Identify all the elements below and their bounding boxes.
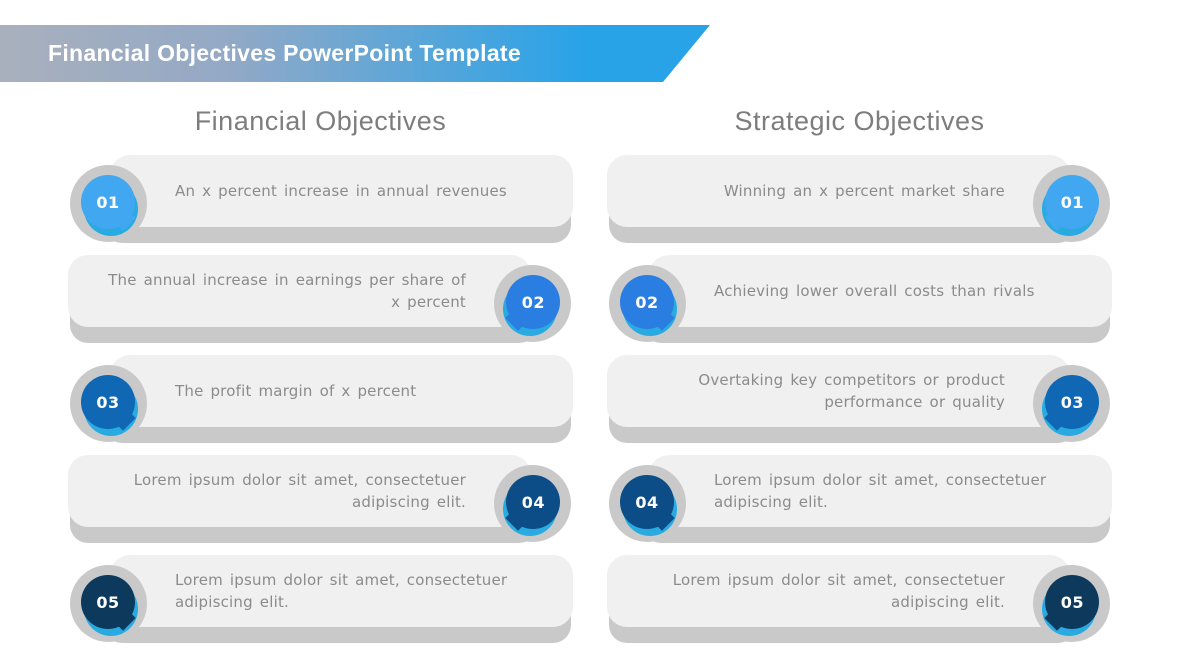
number-label: 02: [635, 292, 659, 312]
number-disc: 02: [620, 275, 674, 329]
number-badge: 04: [609, 465, 686, 542]
number-badge: 01: [70, 165, 147, 242]
objective-pill: Lorem ipsum dolor sit amet, consectetuer…: [110, 555, 573, 627]
objective-item: The profit margin of x percent 03: [68, 355, 573, 455]
objective-item: Achieving lower overall costs than rival…: [607, 255, 1112, 355]
slide-title-banner: Financial Objectives PowerPoint Template: [0, 25, 710, 82]
number-label: 05: [1060, 592, 1084, 612]
number-disc: 04: [506, 475, 560, 529]
column-title-strategic: Strategic Objectives: [734, 106, 985, 136]
objective-item: Overtaking key competitors or product pe…: [607, 355, 1112, 455]
objective-pill: Winning an x percent market share: [607, 155, 1070, 227]
objective-pill: Lorem ipsum dolor sit amet, consectetuer…: [68, 455, 531, 527]
objective-item: Lorem ipsum dolor sit amet, consectetuer…: [607, 455, 1112, 555]
objective-text: Lorem ipsum dolor sit amet, consectetuer…: [714, 471, 1047, 511]
objective-text: Lorem ipsum dolor sit amet, consectetuer…: [672, 571, 1005, 611]
number-disc: 05: [81, 575, 135, 629]
slide-title: Financial Objectives PowerPoint Template: [48, 40, 521, 66]
objective-pill: Achieving lower overall costs than rival…: [649, 255, 1112, 327]
number-label: 01: [1060, 192, 1084, 212]
number-disc: 03: [81, 375, 135, 429]
number-disc: 03: [1045, 375, 1099, 429]
number-label: 03: [96, 392, 120, 412]
objective-text: The annual increase in earnings per shar…: [108, 271, 466, 311]
objective-text: Lorem ipsum dolor sit amet, consectetuer…: [133, 471, 466, 511]
objective-item: Winning an x percent market share 01: [607, 155, 1112, 255]
number-disc: 02: [506, 275, 560, 329]
objective-text: Winning an x percent market share: [723, 182, 1005, 200]
objective-item: Lorem ipsum dolor sit amet, consectetuer…: [68, 555, 573, 655]
number-badge: 02: [494, 265, 571, 342]
number-label: 03: [1060, 392, 1084, 412]
objective-pill: An x percent increase in annual revenues: [110, 155, 573, 227]
objective-text: Lorem ipsum dolor sit amet, consectetuer…: [175, 571, 508, 611]
number-badge: 03: [1033, 365, 1110, 442]
objective-pill: Overtaking key competitors or product pe…: [607, 355, 1070, 427]
objective-item: Lorem ipsum dolor sit amet, consectetuer…: [607, 555, 1112, 655]
number-disc: 05: [1045, 575, 1099, 629]
number-label: 01: [96, 192, 120, 212]
objective-text: The profit margin of x percent: [175, 382, 417, 400]
objective-item: Lorem ipsum dolor sit amet, consectetuer…: [68, 455, 573, 555]
number-label: 04: [521, 492, 545, 512]
number-badge: 02: [609, 265, 686, 342]
number-badge: 03: [70, 365, 147, 442]
objective-pill: Lorem ipsum dolor sit amet, consectetuer…: [607, 555, 1070, 627]
number-label: 04: [635, 492, 659, 512]
objective-text: An x percent increase in annual revenues: [175, 182, 507, 200]
number-disc: 01: [1045, 175, 1099, 229]
number-badge: 01: [1033, 165, 1110, 242]
objective-item: An x percent increase in annual revenues…: [68, 155, 573, 255]
objective-pill: The annual increase in earnings per shar…: [68, 255, 531, 327]
number-badge: 05: [1033, 565, 1110, 642]
number-badge: 04: [494, 465, 571, 542]
strategic-objectives-column: Strategic Objectives Winning an x percen…: [607, 100, 1112, 655]
objective-pill: Lorem ipsum dolor sit amet, consectetuer…: [649, 455, 1112, 527]
number-label: 02: [521, 292, 545, 312]
number-label: 05: [96, 592, 120, 612]
financial-objectives-column: Financial Objectives An x percent increa…: [68, 100, 573, 655]
number-badge: 05: [70, 565, 147, 642]
objective-pill: The profit margin of x percent: [110, 355, 573, 427]
objective-item: The annual increase in earnings per shar…: [68, 255, 573, 355]
number-disc: 04: [620, 475, 674, 529]
column-title-financial: Financial Objectives: [194, 106, 447, 136]
objective-text: Achieving lower overall costs than rival…: [714, 282, 1035, 300]
number-disc: 01: [81, 175, 135, 229]
objective-text: Overtaking key competitors or product pe…: [698, 371, 1005, 411]
